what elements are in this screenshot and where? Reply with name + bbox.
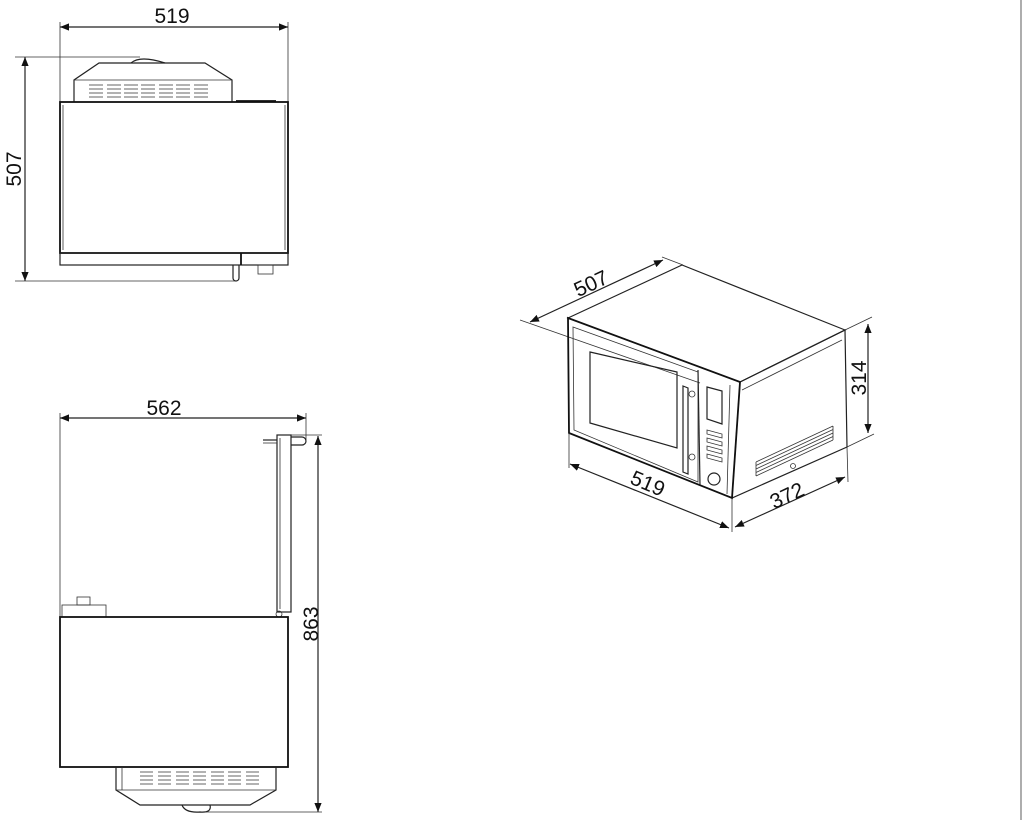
side-face [731,329,848,499]
top-view: 519 507 [3,5,289,282]
front-face [567,316,741,500]
top-width-label: 519 [154,5,189,28]
side-view: 562 863 [59,397,323,813]
side-height-label: 863 [300,606,323,641]
iso-height-label: 314 [848,360,871,395]
side-vents [755,425,834,477]
rear-hood-top [61,604,107,618]
cabinet-body-side [59,616,289,768]
door-strip [59,252,289,266]
side-depth-label: 562 [146,397,181,420]
control-knob [257,264,274,275]
display-window [706,386,723,425]
iso-depth-label: 507 [571,266,612,302]
iso-width-dimension-line [569,463,730,529]
open-door [276,434,292,613]
door-window [589,351,678,449]
bottom-hood [115,767,277,806]
top-depth-label: 507 [3,151,26,186]
rear-knob [130,58,166,64]
open-door-handle [291,436,307,446]
iso-view: 507 519 372 314 [519,256,875,532]
bottom-vent-slots [140,771,259,785]
door-handle-iso [682,385,689,475]
rear-hood [73,62,233,102]
door-handle [232,265,240,282]
iso-depth-dimension-line [529,259,664,323]
dial-knob [707,472,721,486]
control-buttons [706,429,723,463]
cabinet-body [59,101,289,254]
vent-slots [89,84,208,98]
iso-side-depth-dimension-line [734,476,846,528]
iso-side-depth-label: 372 [767,478,808,514]
iso-width-label: 519 [627,467,668,502]
